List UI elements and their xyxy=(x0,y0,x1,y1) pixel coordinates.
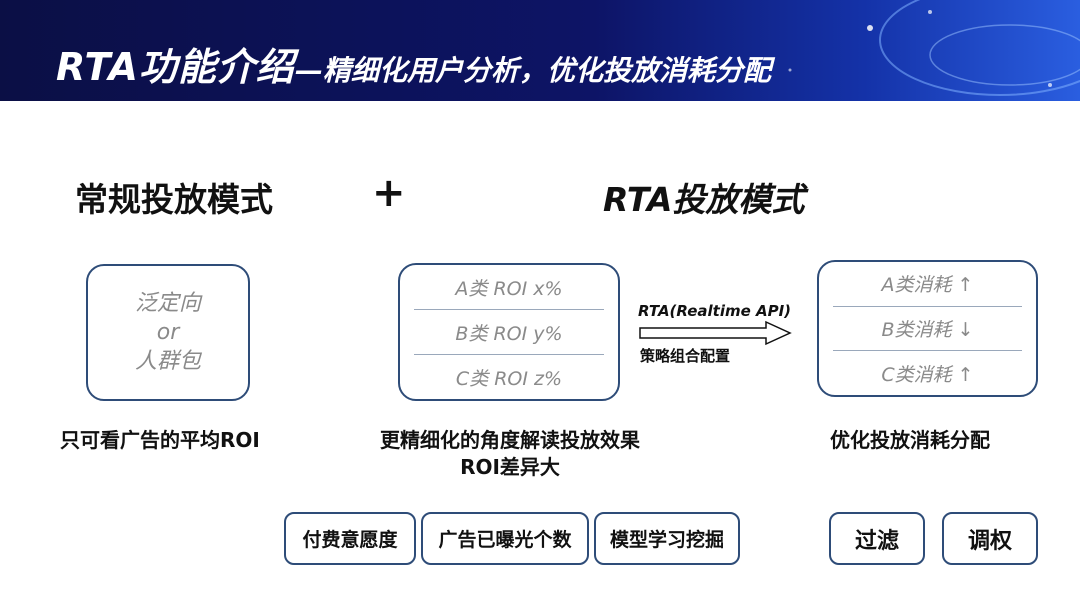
consume-box: A类消耗 ↑ B类消耗 ↓ C类消耗 ↑ xyxy=(817,260,1038,397)
targeting-line-1: 泛定向 xyxy=(134,291,201,316)
consume-caption: 优化投放消耗分配 xyxy=(830,428,990,452)
arrow-label-top: RTA(Realtime API) xyxy=(638,302,792,320)
targeting-line-3: 人群包 xyxy=(134,349,201,374)
page-title: RTA功能介绍—精细化用户分析，优化投放消耗分配 xyxy=(56,36,771,91)
roi-row-b: B类 ROI y% xyxy=(414,309,604,354)
tag-filter: 过滤 xyxy=(829,512,925,565)
tag-model-learning: 模型学习挖掘 xyxy=(594,512,740,565)
plus-sign: + xyxy=(372,170,406,216)
consume-row-a: A类消耗 ↑ xyxy=(881,274,974,297)
title-sub: —精细化用户分析，优化投放消耗分配 xyxy=(294,54,771,87)
consume-row-c: C类消耗 ↑ xyxy=(833,350,1022,395)
roi-row-c: C类 ROI z% xyxy=(414,354,604,399)
normal-mode-heading: 常规投放模式 xyxy=(75,180,273,219)
right-arrow-icon xyxy=(639,320,792,346)
tag-ad-exposure-count: 广告已曝光个数 xyxy=(421,512,589,565)
decorative-planet-graphic xyxy=(788,0,1080,96)
arrow-label-bottom: 策略组合配置 xyxy=(640,347,731,365)
normal-mode-caption: 只可看广告的平均ROI xyxy=(60,428,260,452)
header-banner: RTA功能介绍—精细化用户分析，优化投放消耗分配 xyxy=(0,0,1080,101)
rta-caption-line-2: ROI差异大 xyxy=(460,455,560,479)
tag-payment-willingness: 付费意愿度 xyxy=(284,512,416,565)
targeting-box: 泛定向 or 人群包 xyxy=(86,264,250,401)
targeting-line-2: or xyxy=(156,320,180,345)
roi-box: A类 ROI x% B类 ROI y% C类 ROI z% xyxy=(398,263,620,401)
roi-row-a: A类 ROI x% xyxy=(455,277,563,300)
rta-caption: 更精细化的角度解读投放效果 ROI差异大 xyxy=(360,427,660,481)
title-main: RTA功能介绍 xyxy=(56,45,295,89)
rta-caption-line-1: 更精细化的角度解读投放效果 xyxy=(380,428,640,452)
rta-mode-heading: RTA投放模式 xyxy=(603,180,805,219)
consume-row-b: B类消耗 ↓ xyxy=(833,305,1022,351)
tag-weighting: 调权 xyxy=(942,512,1038,565)
